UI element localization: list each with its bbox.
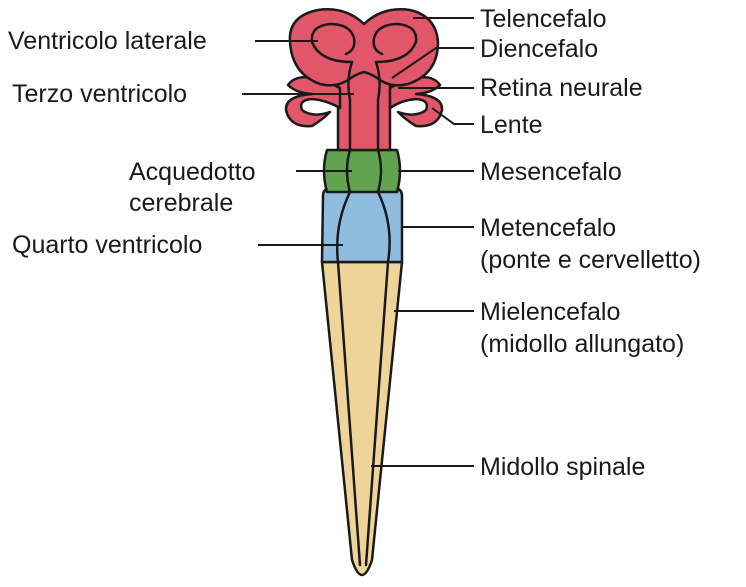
label-lente: Lente <box>480 111 543 139</box>
label-metencefalo-line2: (ponte e cervelletto) <box>480 246 701 274</box>
label-quarto-ventricolo: Quarto ventricolo <box>12 231 202 259</box>
spinal-cord-region <box>322 262 402 575</box>
label-diencefalo: Diencefalo <box>480 35 598 63</box>
label-ventricolo-laterale: Ventricolo laterale <box>8 27 207 55</box>
label-midollo-spinale: Midollo spinale <box>480 453 645 481</box>
label-metencefalo-line1: Metencefalo <box>480 214 616 242</box>
label-acquedotto-cerebrale-line1: Acquedotto <box>129 158 256 186</box>
label-mielencefalo-line2: (midollo allungato) <box>480 330 684 358</box>
label-mesencefalo: Mesencefalo <box>480 158 622 186</box>
label-terzo-ventricolo: Terzo ventricolo <box>12 80 187 108</box>
label-telencefalo: Telencefalo <box>480 5 606 33</box>
label-mielencefalo-line1: Mielencefalo <box>480 298 620 326</box>
label-acquedotto-cerebrale-line2: cerebrale <box>129 189 233 217</box>
prosencephalon-region <box>286 9 442 150</box>
label-retina-neurale: Retina neurale <box>480 74 643 102</box>
